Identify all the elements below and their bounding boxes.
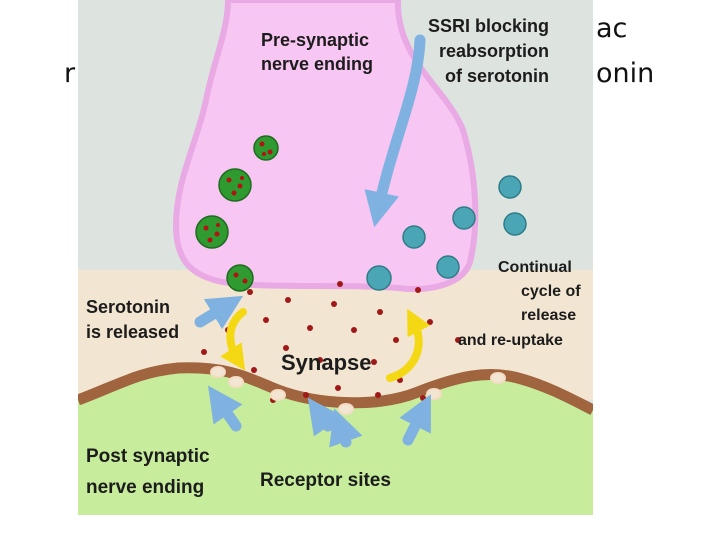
postsynaptic-label-2: nerve ending	[86, 477, 204, 498]
slide-title-fragment-left: r	[64, 58, 76, 89]
continual-label-3: release	[521, 307, 576, 324]
receptor-label: Receptor sites	[260, 470, 391, 491]
serotonin-label-2: is released	[86, 322, 179, 342]
synapse-diagram: Pre-synaptic nerve ending SSRI blocking …	[78, 0, 593, 515]
ssri-label: SSRI blocking	[428, 16, 549, 36]
slide-title-fragment-right-2: onin	[596, 58, 655, 89]
release-cycle-arrow	[220, 308, 247, 371]
serotonin-label: Serotonin	[86, 297, 170, 317]
vesicle-serotonin-dots	[203, 141, 273, 284]
serotonin-release-arrow	[194, 295, 244, 330]
receptor-arrow-4	[399, 394, 431, 446]
ssri-label-3: of serotonin	[445, 66, 549, 86]
continual-label: Continual	[498, 259, 572, 276]
ssri-label-2: reabsorption	[439, 41, 549, 61]
reuptake-cycle-arrow	[386, 308, 431, 382]
continual-label-2: cycle of	[521, 283, 581, 300]
synapse-label: Synapse	[281, 350, 372, 375]
receptor-arrow-3	[329, 408, 363, 448]
ssri-molecule	[366, 175, 527, 291]
continual-label-4: and re-uptake	[458, 332, 563, 349]
presynaptic-label-2: nerve ending	[261, 54, 373, 74]
ssri-arrow	[364, 34, 426, 228]
receptor-arrow-2	[307, 397, 343, 437]
receptor-arrow-1	[207, 385, 243, 432]
presynaptic-terminal	[172, 0, 479, 293]
postsynaptic-label: Post synaptic	[86, 446, 210, 467]
slide-title-fragment-right-1: ac	[596, 13, 628, 44]
presynaptic-label: Pre-synaptic	[261, 30, 369, 50]
